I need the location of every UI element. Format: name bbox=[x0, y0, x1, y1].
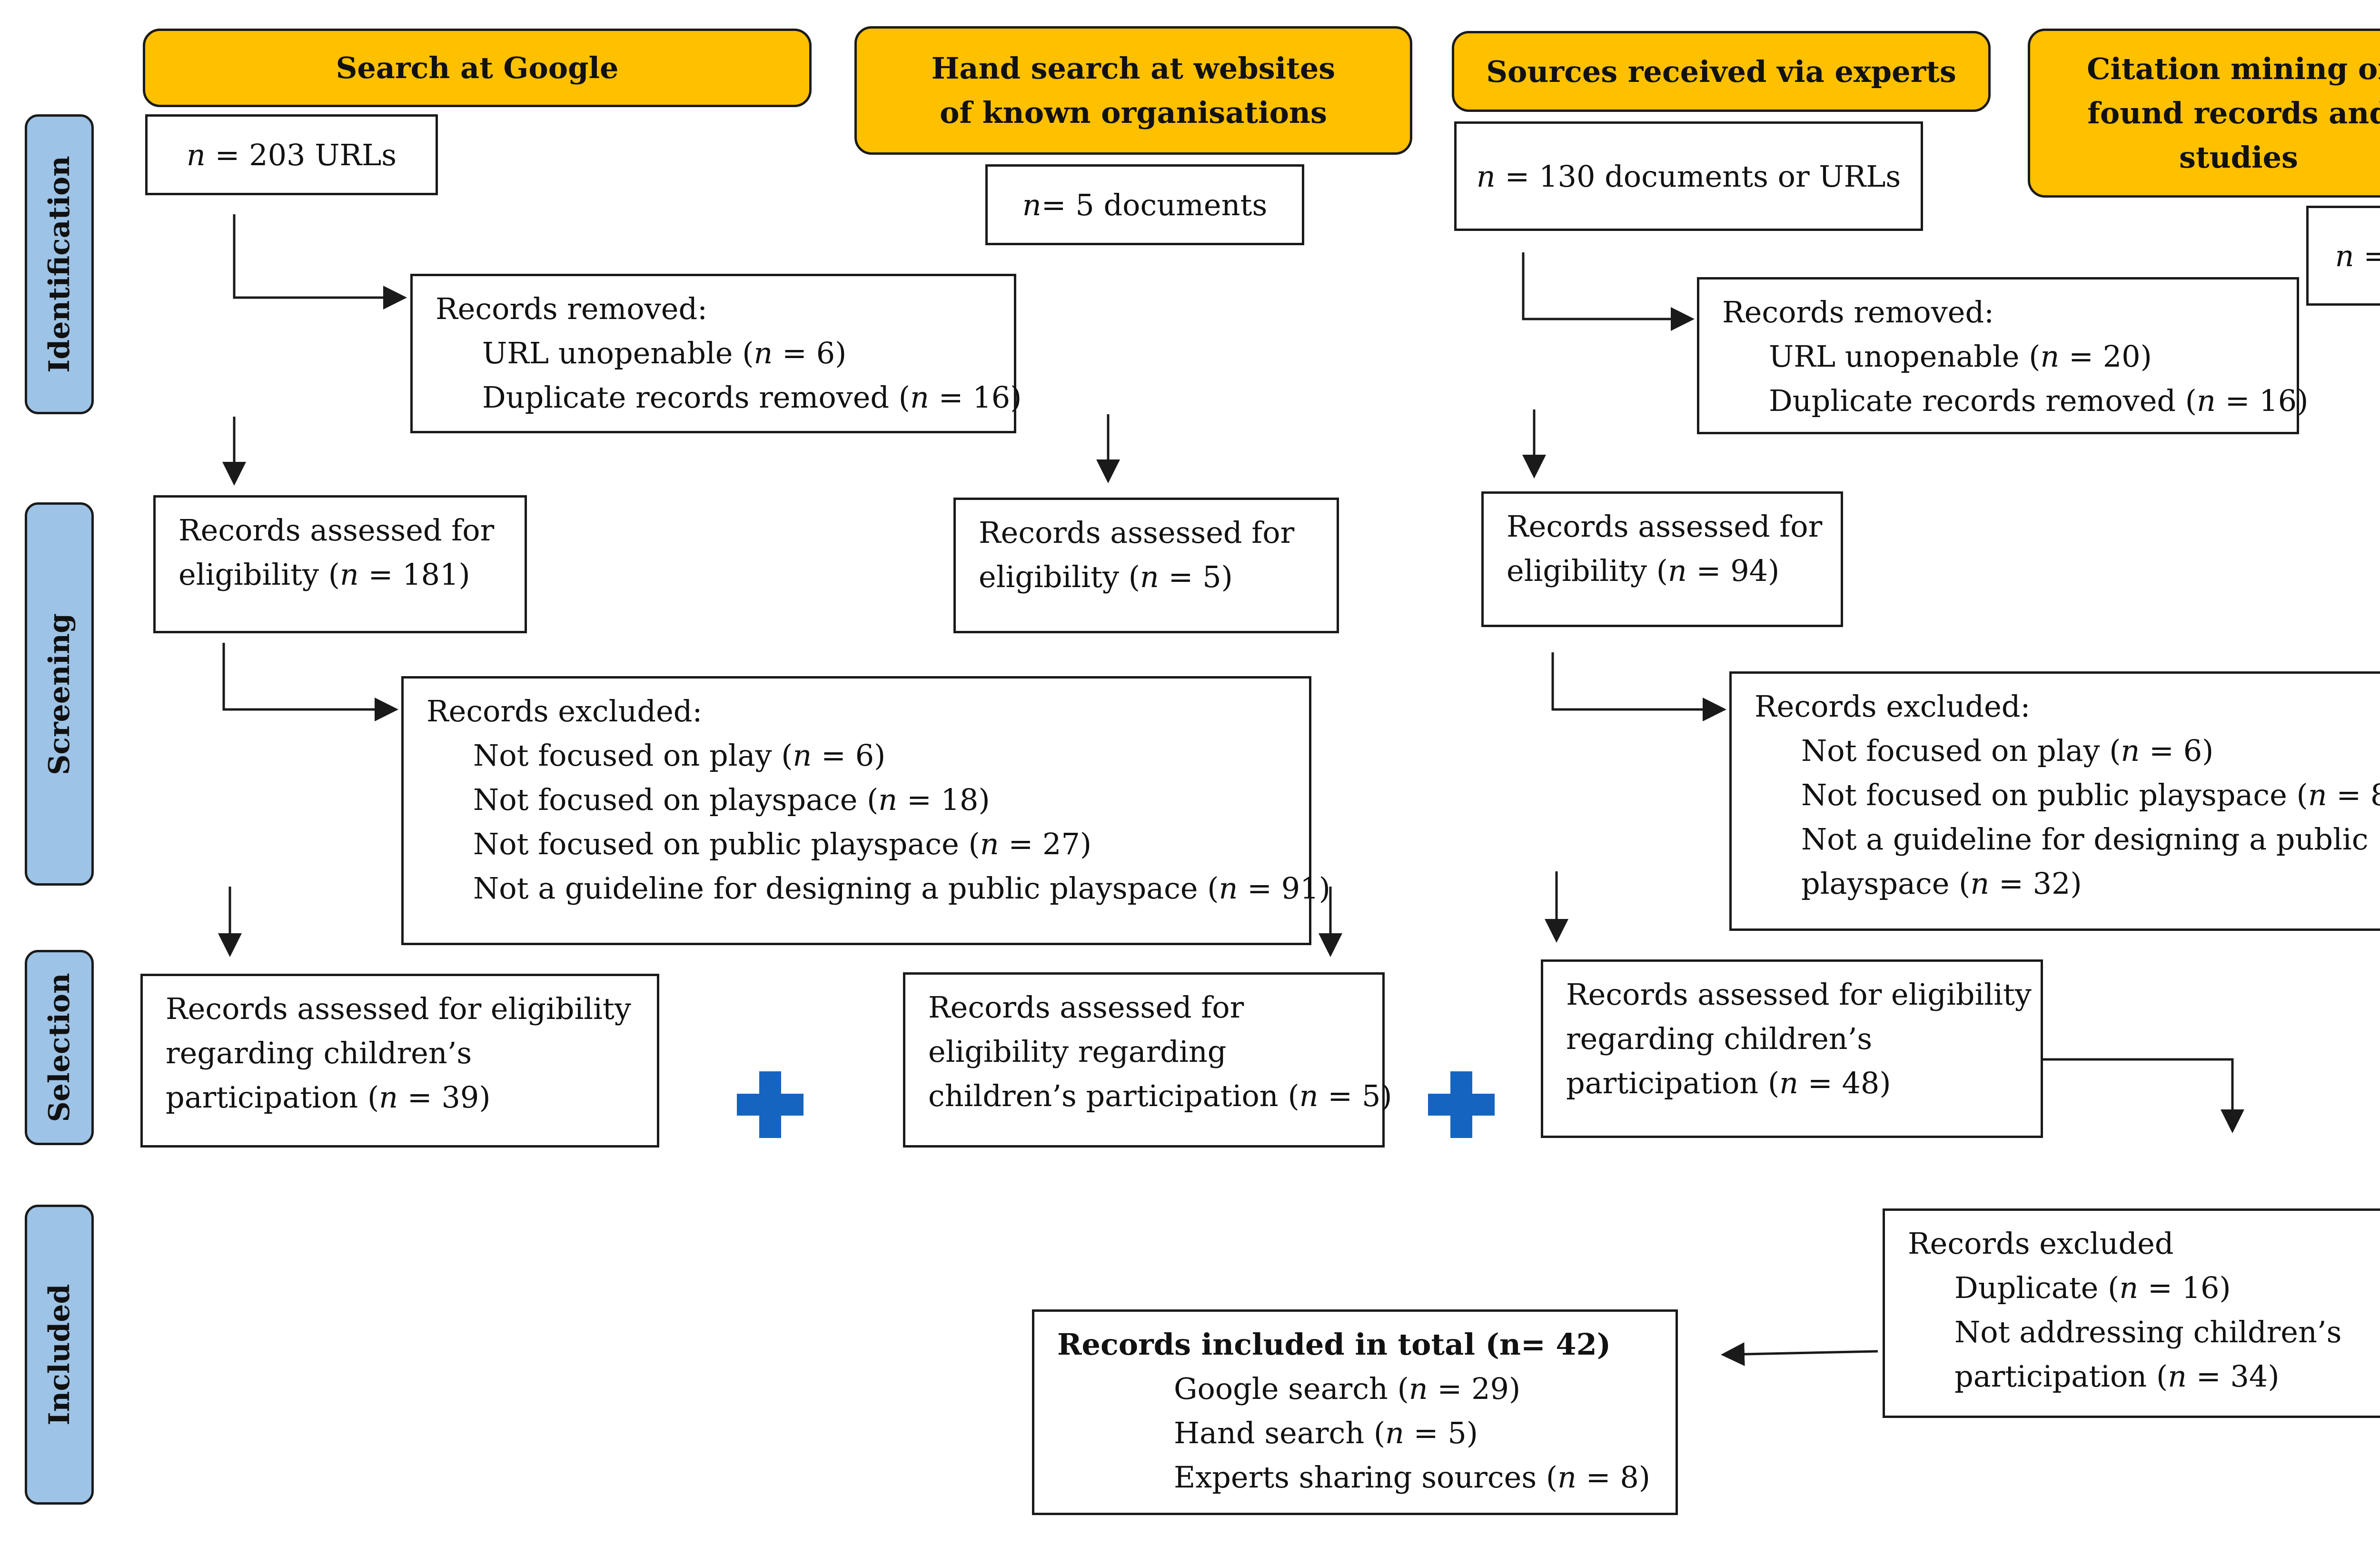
source-google: Search at Google bbox=[143, 29, 812, 107]
selection-experts: Records assessed for eligibility regardi… bbox=[1541, 959, 2043, 1138]
arrow-experts-excluded bbox=[1551, 652, 1726, 721]
plus-icon bbox=[737, 1071, 803, 1138]
arrow-selection-final-excluded bbox=[2043, 1058, 2244, 1133]
phase-included: Included bbox=[25, 1205, 94, 1505]
source-citation-mining: Citation mining of found records and stu… bbox=[2028, 29, 2380, 198]
records-included-total: Records included in total (n= 42) Google… bbox=[1032, 1309, 1678, 1515]
plus-icon bbox=[1428, 1071, 1495, 1138]
records-excluded-google: Records excluded: Not focused on play (n… bbox=[401, 676, 1330, 945]
arrow-experts-removed bbox=[1522, 252, 1695, 331]
count-hand: n= 5 documents bbox=[985, 164, 1304, 245]
records-removed-google: Records removed: URL unopenable (n = 6) … bbox=[410, 274, 1021, 433]
records-excluded-experts: Records excluded: Not focused on play (n… bbox=[1729, 671, 2380, 931]
screening-experts: Records assessed for eligibility (n = 94… bbox=[1481, 491, 1843, 627]
count-google: n = 203 URLs bbox=[145, 114, 438, 195]
count-citation: n = 0 bbox=[2306, 206, 2380, 306]
selection-google: Records assessed for eligibility regardi… bbox=[140, 974, 659, 1148]
records-excluded-final: Records excluded Duplicate (n = 16) Not … bbox=[1883, 1208, 2380, 1418]
phase-identification: Identification bbox=[25, 114, 94, 414]
phase-selection: Selection bbox=[25, 950, 94, 1145]
source-experts: Sources received via experts bbox=[1452, 31, 1991, 112]
screening-google: Records assessed for eligibility (n = 18… bbox=[153, 495, 527, 633]
arrow-to-included bbox=[1721, 1342, 1878, 1367]
arrow-google-removed bbox=[233, 214, 407, 309]
phase-screening: Screening bbox=[25, 502, 94, 886]
count-experts: n = 130 documents or URLs bbox=[1454, 121, 1923, 231]
source-hand-search: Hand search at websites of known organis… bbox=[854, 26, 1412, 155]
records-removed-experts: Records removed: URL unopenable (n = 20)… bbox=[1697, 277, 2308, 434]
arrow-google-excluded bbox=[222, 643, 398, 721]
screening-hand: Records assessed for eligibility (n = 5) bbox=[953, 498, 1339, 633]
